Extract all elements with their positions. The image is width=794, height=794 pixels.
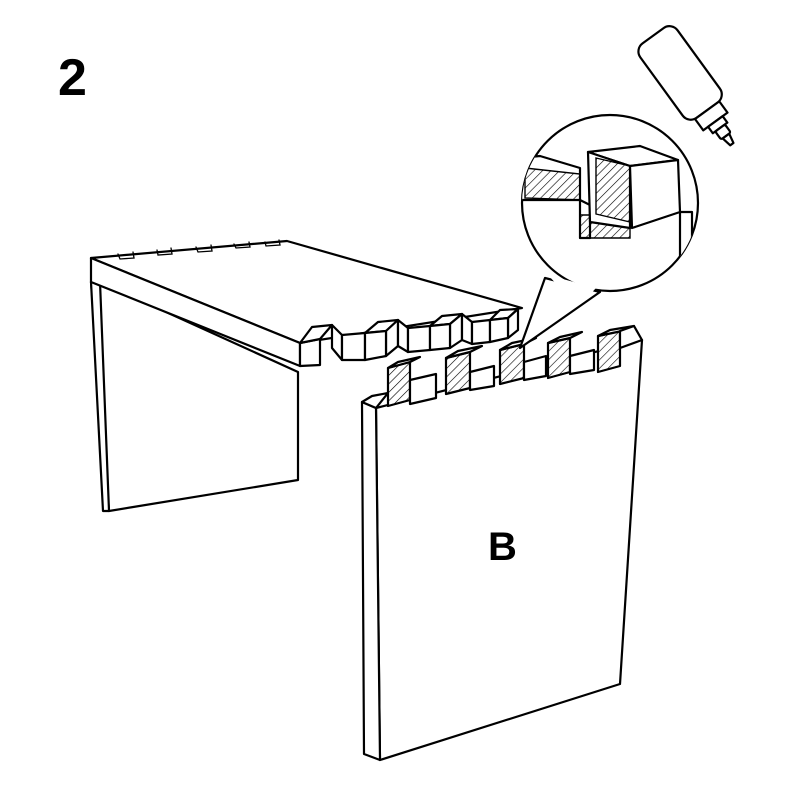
left-side-panel <box>89 280 300 513</box>
magnifier-callout <box>518 113 700 350</box>
part-label: B <box>488 525 517 569</box>
step-number: 2 <box>58 49 87 107</box>
panel-b-fingers <box>386 324 644 408</box>
glue-bottle-icon <box>637 25 735 147</box>
top-panel <box>89 239 524 368</box>
top-panel-fingers <box>298 307 520 368</box>
panel-b <box>360 324 644 762</box>
